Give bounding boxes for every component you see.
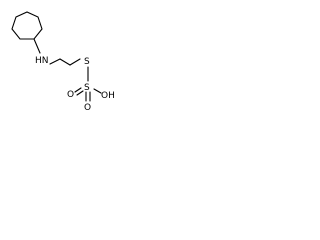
oxygen-bottom-label: O (84, 103, 91, 113)
double-bond-s-o-left-a (74, 87, 82, 93)
bond-ch2-to-ch2 (59, 58, 71, 66)
amine-label: HN (35, 56, 49, 66)
thio-sulfur-label: S (84, 57, 90, 67)
bond-s-to-oh (93, 88, 102, 94)
hydroxyl-label: OH (101, 91, 115, 101)
bond-nh-to-ch2 (49, 58, 61, 65)
bond-ch2-to-s (69, 58, 81, 66)
oxygen-top-label: O (67, 90, 74, 100)
chemical-structure: HN S S O O OH (11, 11, 115, 113)
sulfonyl-sulfur-label: S (84, 83, 90, 93)
double-bond-s-o-left-b (76, 90, 84, 96)
bond-ring-to-nh (33, 38, 41, 54)
cycloheptane-ring (11, 11, 43, 40)
